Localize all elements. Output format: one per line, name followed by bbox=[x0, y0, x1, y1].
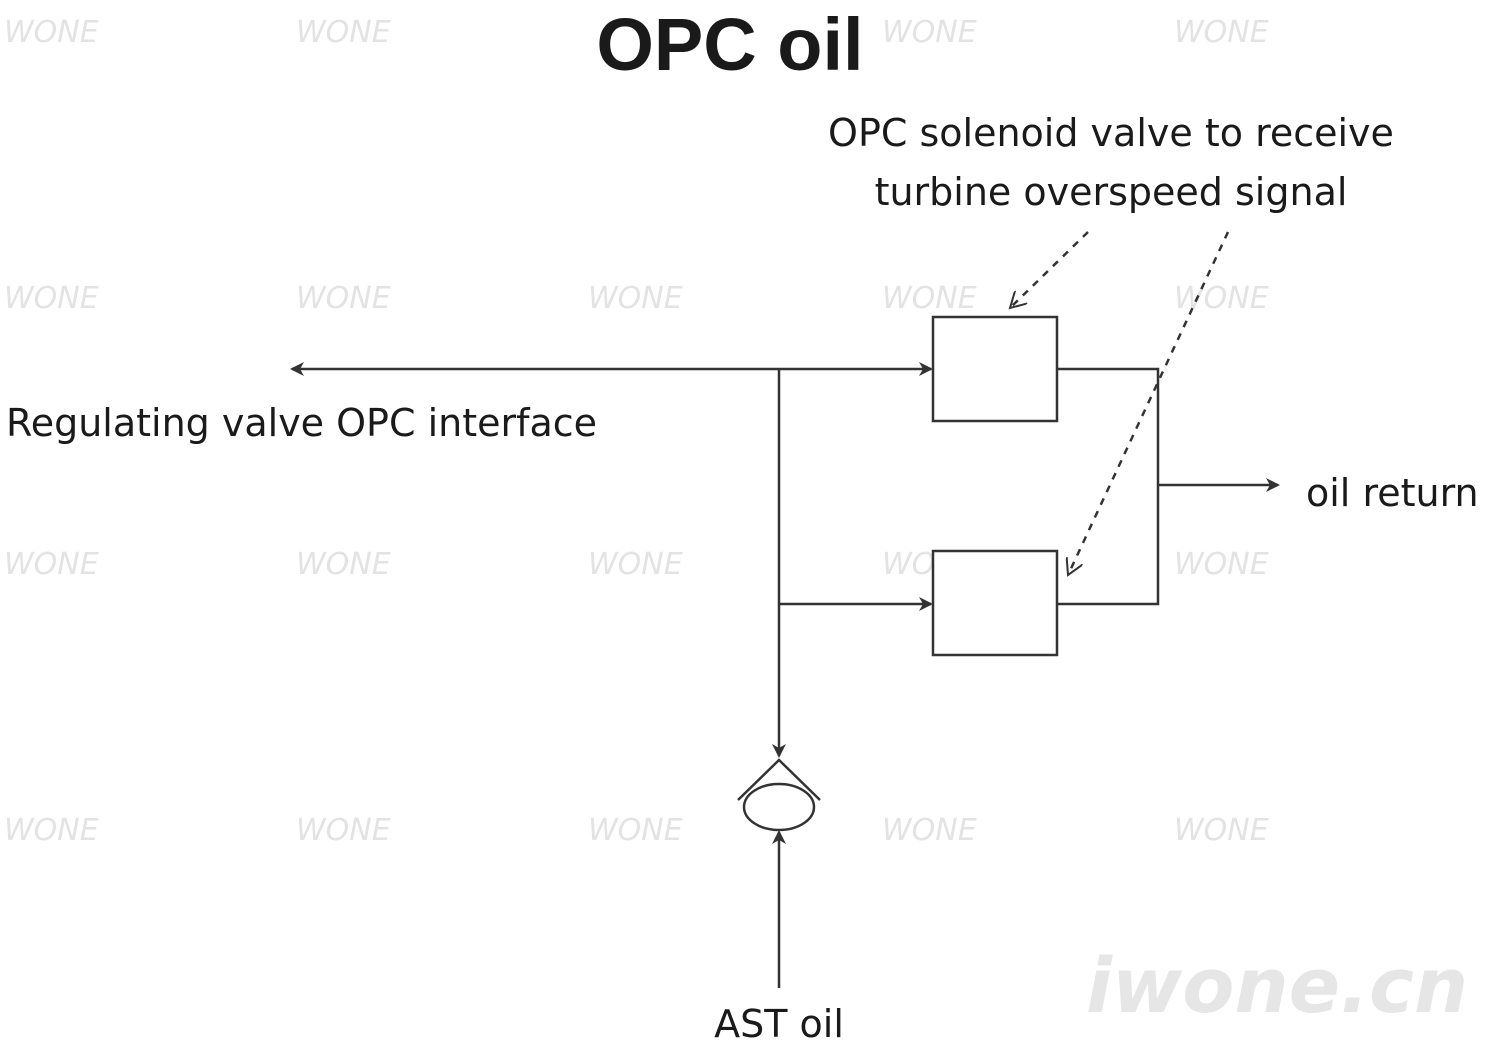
watermark-text: WONE bbox=[4, 547, 99, 582]
watermark-text: WONE bbox=[296, 547, 391, 582]
check-valve-ball bbox=[742, 782, 816, 832]
watermark-text: WONE bbox=[882, 813, 977, 848]
watermark-text: WONE bbox=[1174, 813, 1269, 848]
check-valve-seat bbox=[737, 758, 821, 801]
watermark-grid: WONE WONE WONE WONE WONE WONE WONE WONE … bbox=[4, 15, 1468, 1030]
return-manifold bbox=[1057, 367, 1160, 606]
watermark-text: WONE bbox=[4, 813, 99, 848]
watermark-text: WONE bbox=[296, 15, 391, 50]
watermark-text: WONE bbox=[882, 281, 977, 316]
watermark-text: WONE bbox=[588, 813, 683, 848]
signal-arrow-upper bbox=[1010, 231, 1089, 308]
watermark-text: WONE bbox=[1174, 547, 1269, 582]
opc-solenoid-valve-lower bbox=[931, 549, 1059, 657]
watermark-text: WONE bbox=[296, 813, 391, 848]
watermark-text: WONE bbox=[1174, 281, 1269, 316]
watermark-text: WONE bbox=[588, 281, 683, 316]
opc-solenoid-valve-upper bbox=[931, 315, 1059, 423]
regulating-valve-label: Regulating valve OPC interface bbox=[6, 401, 597, 445]
watermark-text: WONE bbox=[4, 15, 99, 50]
diagram-title: OPC oil bbox=[596, 3, 863, 86]
ast-oil-label: AST oil bbox=[714, 1002, 844, 1044]
watermark-text: WONE bbox=[296, 281, 391, 316]
check-valve bbox=[737, 758, 821, 832]
solenoid-label-line1: OPC solenoid valve to receive bbox=[828, 111, 1394, 155]
brand-watermark: iwone.cn bbox=[1086, 941, 1468, 1030]
watermark-text: WONE bbox=[1174, 15, 1269, 50]
solenoid-label-line2: turbine overspeed signal bbox=[875, 170, 1348, 214]
watermark-text: WONE bbox=[882, 15, 977, 50]
watermark-text: WONE bbox=[588, 547, 683, 582]
watermark-text: WONE bbox=[4, 281, 99, 316]
oil-return-label: oil return bbox=[1306, 471, 1479, 515]
signal-arrow-lower bbox=[1068, 231, 1230, 575]
